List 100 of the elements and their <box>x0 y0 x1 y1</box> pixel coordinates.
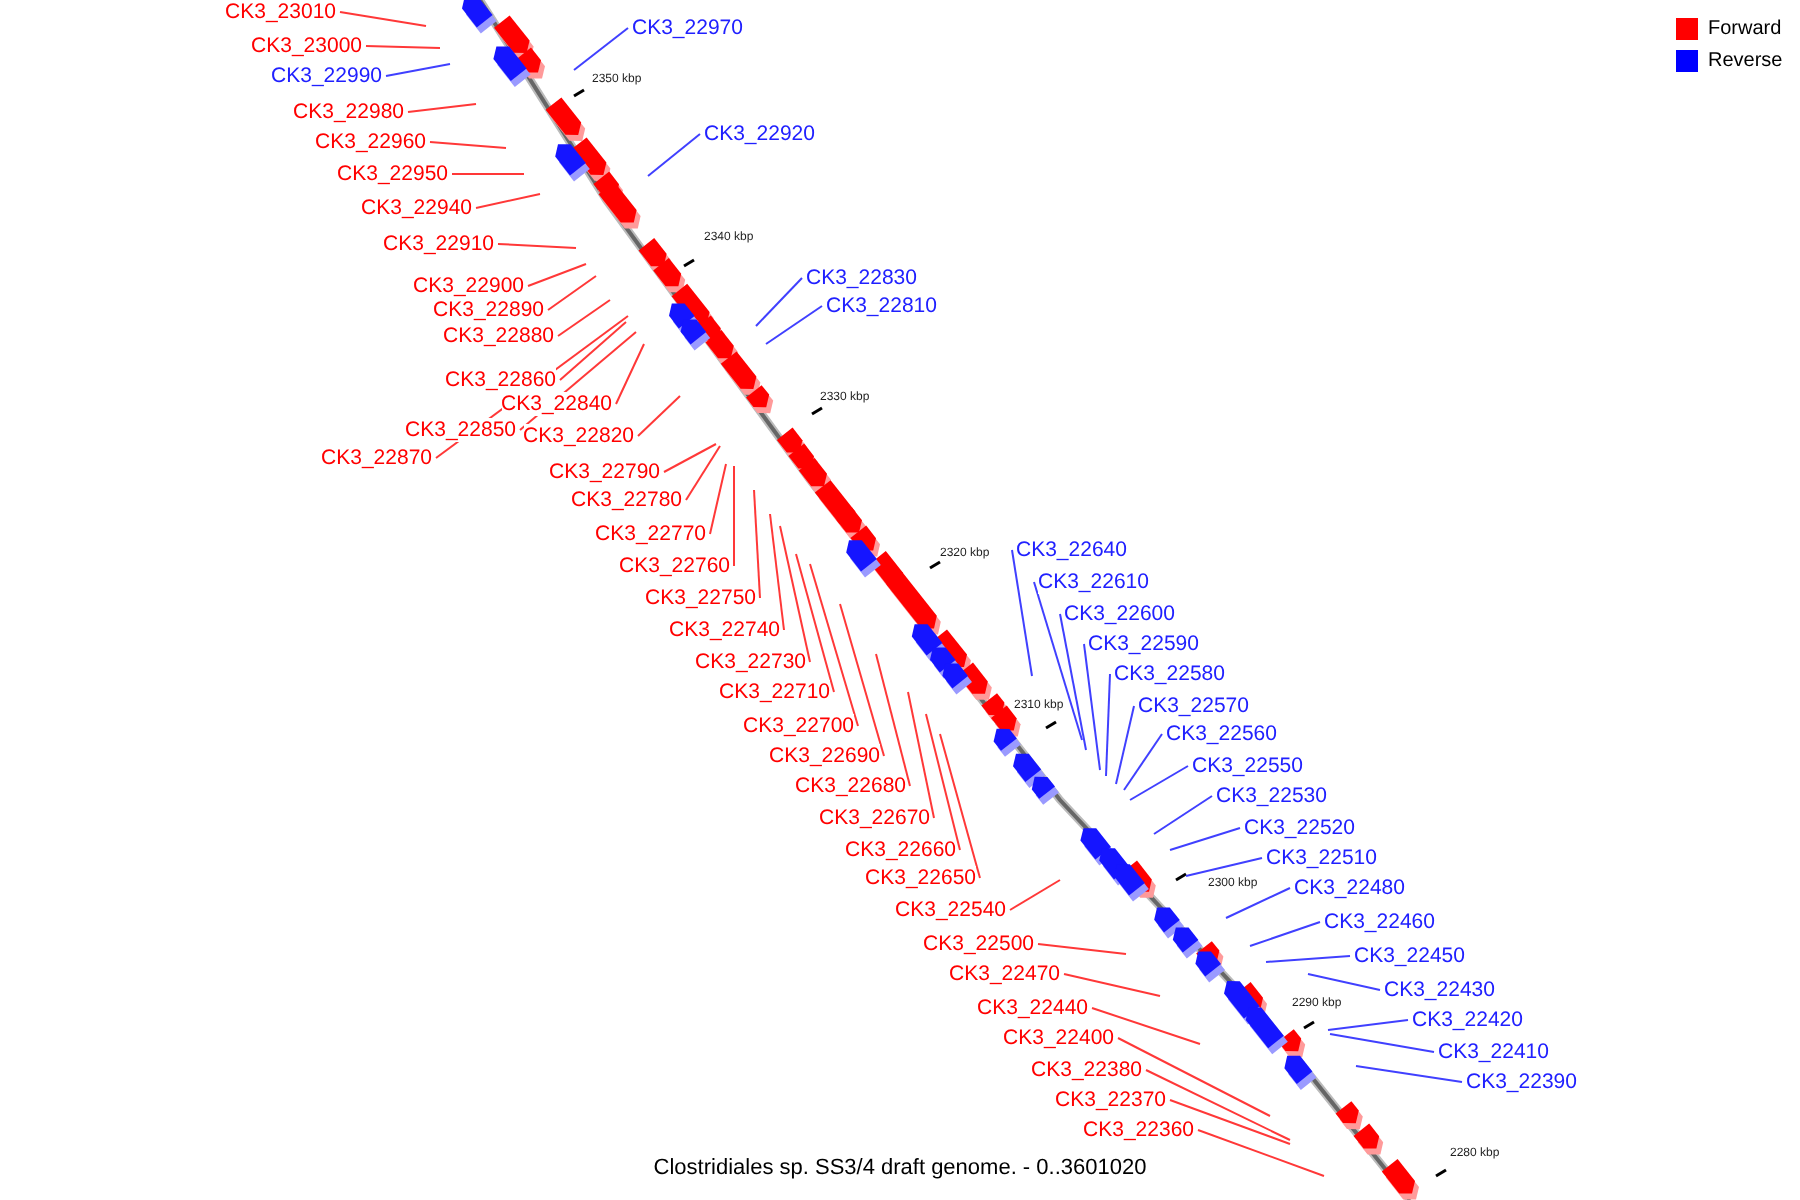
leader-line <box>429 141 507 149</box>
gene-label: CK3_22880 <box>443 324 554 348</box>
leader-line <box>1355 1065 1463 1083</box>
gene-label: CK3_22390 <box>1466 1070 1577 1094</box>
gene-label: CK3_22450 <box>1354 944 1465 968</box>
gene-label: CK3_23000 <box>251 34 362 58</box>
gene-label: CK3_22970 <box>632 16 743 40</box>
leader-line <box>753 489 761 599</box>
legend-label: Reverse <box>1708 50 1783 74</box>
gene-label: CK3_22560 <box>1166 722 1277 746</box>
leader-line <box>1033 581 1083 741</box>
leader-line <box>1083 643 1101 771</box>
gene-label: CK3_22730 <box>695 650 806 674</box>
leader-line <box>1117 1037 1271 1117</box>
leader-line <box>939 733 981 879</box>
gene-label: CK3_22940 <box>361 196 472 220</box>
gene-label: CK3_22480 <box>1294 876 1405 900</box>
leader-line <box>615 343 645 405</box>
gene-label: CK3_22780 <box>571 488 682 512</box>
leader-line <box>1329 1033 1435 1053</box>
gene-label: CK3_22870 <box>321 446 432 470</box>
leader-line <box>527 263 587 287</box>
gene-label: CK3_22690 <box>769 744 880 768</box>
leader-line <box>685 445 721 501</box>
leader-line <box>809 563 859 727</box>
gene-label: CK3_22530 <box>1216 784 1327 808</box>
gene-label: CK3_22700 <box>743 714 854 738</box>
gene-label: CK3_22550 <box>1192 754 1303 778</box>
leader-line <box>1153 795 1213 835</box>
leader-line <box>1059 613 1087 751</box>
gene-label: CK3_22410 <box>1438 1040 1549 1064</box>
leader-line <box>1197 1129 1325 1177</box>
leader-line <box>779 525 811 663</box>
leader-line <box>451 173 525 175</box>
gene-label: CK3_22670 <box>819 806 930 830</box>
leader-line <box>755 277 803 327</box>
leader-line <box>339 11 427 27</box>
leader-line <box>573 27 629 71</box>
gene-label: CK3_22710 <box>719 680 830 704</box>
gene-label: CK3_22420 <box>1412 1008 1523 1032</box>
leader-line <box>925 713 961 851</box>
leader-line <box>795 553 835 693</box>
leader-line <box>765 305 823 345</box>
gene-label: CK3_22890 <box>433 298 544 322</box>
leader-line <box>1249 921 1321 947</box>
leader-line <box>365 45 441 49</box>
leader-line <box>839 603 885 757</box>
gene-label: CK3_22520 <box>1244 816 1355 840</box>
gene-label: CK3_23010 <box>225 0 336 24</box>
gene-label: CK3_22590 <box>1088 632 1199 656</box>
gene-label: CK3_22910 <box>383 232 494 256</box>
gene-label: CK3_22470 <box>949 962 1060 986</box>
gene-label: CK3_22650 <box>865 866 976 890</box>
leader-line <box>1091 1007 1201 1045</box>
leader-line <box>385 63 451 77</box>
leader-line <box>1225 887 1291 919</box>
gene-label: CK3_22380 <box>1031 1058 1142 1082</box>
gene-label: CK3_22440 <box>977 996 1088 1020</box>
gene-label: CK3_22740 <box>669 618 780 642</box>
gene-label: CK3_22460 <box>1324 910 1435 934</box>
leader-line <box>1115 705 1135 785</box>
leader-line <box>559 321 627 381</box>
leader-line <box>1169 827 1241 851</box>
gene-label: CK3_22990 <box>271 64 382 88</box>
leader-line <box>1169 1099 1291 1145</box>
leader-line <box>637 395 681 437</box>
gene-label: CK3_22580 <box>1114 662 1225 686</box>
gene-label: CK3_22850 <box>405 418 516 442</box>
gene-label: CK3_22400 <box>1003 1026 1114 1050</box>
gene-label: CK3_22790 <box>549 460 660 484</box>
leader-line <box>1011 549 1033 677</box>
leader-line <box>1185 857 1263 877</box>
gene-label: CK3_22920 <box>704 122 815 146</box>
leader-line <box>557 299 611 337</box>
gene-label: CK3_22360 <box>1083 1118 1194 1142</box>
leader-line <box>647 133 701 177</box>
gene-label: CK3_22610 <box>1038 570 1149 594</box>
gene-label: CK3_22680 <box>795 774 906 798</box>
gene-label: CK3_22570 <box>1138 694 1249 718</box>
gene-label: CK3_22750 <box>645 586 756 610</box>
gene-label: CK3_22540 <box>895 898 1006 922</box>
leader-line <box>1105 673 1111 777</box>
leader-line <box>709 463 727 535</box>
leader-line <box>733 465 735 567</box>
gene-label: CK3_22370 <box>1055 1088 1166 1112</box>
gene-label: CK3_22980 <box>293 100 404 124</box>
leader-line <box>1009 879 1061 911</box>
leader-line <box>1307 973 1381 991</box>
leader-line <box>1129 765 1189 801</box>
gene-label: CK3_22640 <box>1016 538 1127 562</box>
gene-label: CK3_22950 <box>337 162 448 186</box>
gene-label: CK3_22770 <box>595 522 706 546</box>
gene-label: CK3_22830 <box>806 266 917 290</box>
gene-label: CK3_22820 <box>523 424 634 448</box>
gene-label: CK3_22860 <box>445 368 556 392</box>
leader-line <box>407 103 477 113</box>
leader-line <box>907 691 935 819</box>
leader-line <box>1123 733 1163 791</box>
gene-label: CK3_22510 <box>1266 846 1377 870</box>
gene-label: CK3_22810 <box>826 294 937 318</box>
